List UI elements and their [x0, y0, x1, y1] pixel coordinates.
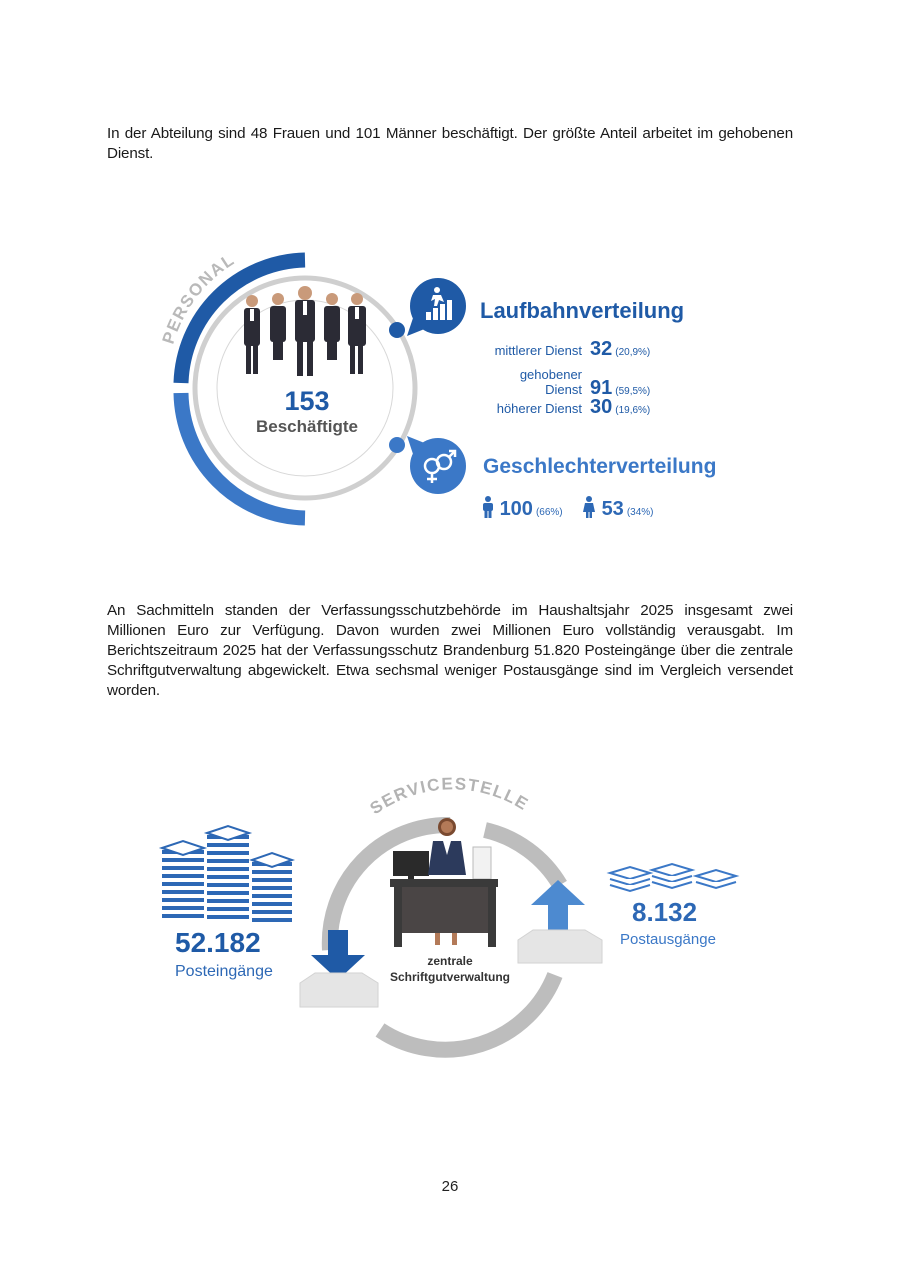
staff-total: 153 Beschäftigte: [247, 386, 367, 438]
male-count: 100: [499, 498, 533, 520]
career-title: Laufbahnverteilung: [480, 298, 685, 323]
male-icon: [483, 496, 493, 518]
female-pct: (34%): [626, 507, 654, 518]
central-records-line2: Schriftgutverwaltung: [389, 970, 510, 984]
connector-dot-bottom: [389, 437, 405, 453]
incoming-arrow-icon: [311, 930, 365, 980]
grey-ring: [192, 275, 418, 501]
incoming-paper-stacks-icon: [158, 824, 296, 922]
career-row-gehobener: gehobener Dienst 91(59,5%): [480, 367, 650, 400]
gender-female: 53(34%): [582, 496, 654, 521]
personal-rings: PERSONAL: [159, 250, 466, 526]
outgoing-arrow-icon: [531, 880, 585, 930]
career-pct: (19,6%): [615, 405, 651, 416]
page-number: 26: [441, 1178, 459, 1195]
career-row-hoeherer: höherer Dienst 30(19,6%): [485, 396, 651, 419]
budget-paragraph: An Sachmitteln standen der Verfassungssc…: [107, 602, 793, 700]
career-label: höherer Dienst: [496, 401, 582, 416]
career-chart-icon: [426, 287, 452, 320]
arc-right-top: [482, 822, 567, 890]
staff-total-number: 153: [284, 386, 330, 416]
personal-infographic: PERSONAL: [145, 240, 745, 540]
clerk-at-desk-image: [390, 818, 498, 947]
central-records-label: zentrale Schriftgutverwaltung: [370, 953, 530, 985]
career-value: 32: [590, 338, 613, 360]
male-pct: (66%): [535, 507, 563, 518]
gender-male: 100(66%): [482, 496, 563, 521]
outgoing-paper-stacks-icon: [606, 862, 740, 893]
incoming-tray-icon: [299, 972, 379, 1008]
arc-bottom: [375, 971, 563, 1058]
arc-left: [321, 816, 451, 951]
service-infographic: SERVICESTELLE: [150, 775, 760, 1065]
connector-dot-top: [389, 322, 405, 338]
career-value: 30: [590, 396, 613, 418]
outgoing-tray-icon: [517, 929, 603, 964]
staff-total-label: Beschäftigte: [255, 417, 359, 436]
service-graphic: SERVICESTELLE: [158, 775, 740, 1058]
outgoing-count: 8.132: [632, 897, 698, 927]
career-label: gehobener Dienst: [519, 367, 582, 397]
career-pct: (59,5%): [615, 386, 651, 397]
career-value: 91: [590, 377, 613, 399]
incoming-label: Posteingänge: [175, 963, 273, 980]
career-row-mittlerer: mittlerer Dienst 32(20,9%): [485, 338, 651, 361]
outgoing-label: Postausgänge: [620, 931, 716, 948]
gender-symbol-icon: [423, 449, 457, 483]
outer-arc-top: [173, 252, 306, 384]
incoming-count: 52.182: [175, 927, 261, 958]
svg-text:SERVICESTELLE: SERVICESTELLE: [366, 775, 532, 818]
outer-arc-bottom: [173, 392, 306, 526]
central-records-line1: zentrale: [427, 954, 473, 968]
staff-group-image: [244, 286, 366, 376]
gender-title: Geschlechterverteilung: [483, 455, 717, 478]
female-count: 53: [601, 498, 624, 520]
female-icon: [583, 496, 595, 518]
career-label: mittlerer Dienst: [494, 343, 582, 358]
intro-paragraph: In der Abteilung sind 48 Frauen und 101 …: [107, 125, 793, 163]
career-pct: (20,9%): [615, 347, 651, 358]
service-arc-label: SERVICESTELLE: [366, 775, 530, 818]
